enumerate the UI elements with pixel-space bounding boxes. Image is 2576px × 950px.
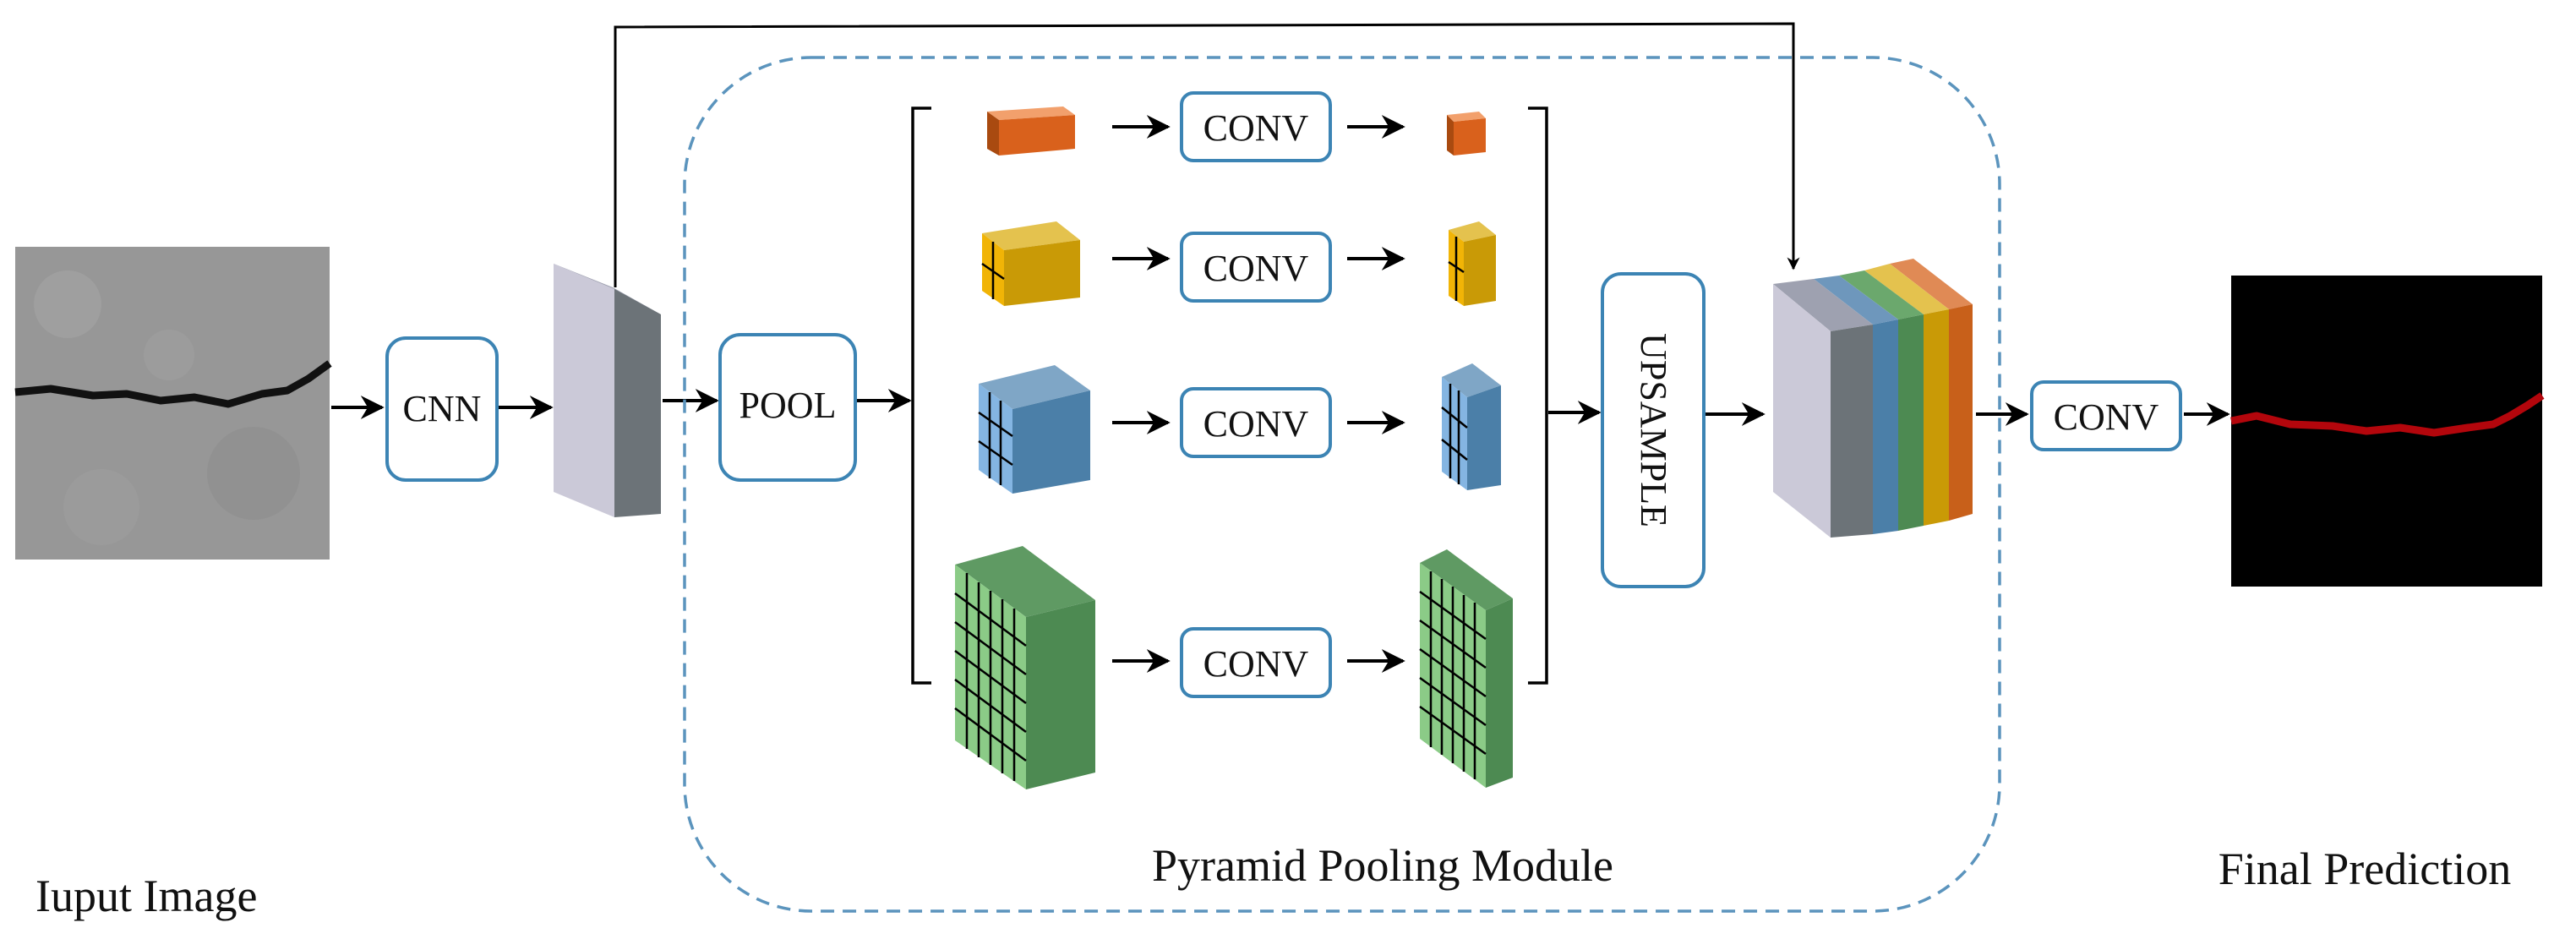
final-conv-label: CONV — [2054, 396, 2159, 438]
pool-label: POOL — [740, 385, 837, 426]
module-caption: Pyramid Pooling Module — [1152, 840, 1613, 891]
crack-line — [14, 360, 332, 408]
reduced-cube-3 — [1441, 363, 1501, 490]
output-caption: Final Prediction — [2219, 844, 2511, 894]
concatenated-features — [1773, 259, 1973, 538]
predicted-crack — [2230, 392, 2545, 437]
pooled-cube-2 — [981, 221, 1080, 306]
right-bracket — [1528, 106, 1548, 685]
branch-level-3: CONV — [978, 363, 1501, 494]
branch-level-1: CONV — [987, 91, 1486, 162]
cnn-block: CNN — [385, 336, 499, 482]
final-conv-block: CONV — [2030, 380, 2182, 451]
cnn-label: CNN — [403, 388, 482, 429]
pyramid-pooling-module-frame — [683, 56, 2001, 913]
reduced-cube-2 — [1448, 221, 1496, 306]
conv-label-2: CONV — [1203, 248, 1309, 289]
feature-map — [554, 264, 661, 517]
conv-label-1: CONV — [1203, 107, 1309, 149]
input-caption: Iuput Image — [35, 871, 257, 921]
upsample-block: UPSAMPLE — [1601, 272, 1706, 588]
branch-level-4: CONV — [954, 546, 1513, 789]
branch-level-2: CONV — [981, 221, 1496, 306]
reduced-cube-4 — [1419, 549, 1513, 788]
conv-label-3: CONV — [1203, 403, 1309, 445]
pool-block: POOL — [718, 333, 857, 482]
pooled-cube-3 — [978, 365, 1090, 494]
pooled-cube-4 — [954, 546, 1095, 789]
upsample-label: UPSAMPLE — [1633, 333, 1674, 527]
conv-label-4: CONV — [1203, 643, 1309, 685]
prediction-image — [2230, 276, 2545, 587]
reduced-cube-1 — [1447, 112, 1486, 156]
pooled-cube-1 — [987, 106, 1075, 156]
left-bracket — [911, 106, 931, 685]
skip-connection-arrow — [614, 22, 1800, 287]
input-image — [14, 247, 332, 560]
